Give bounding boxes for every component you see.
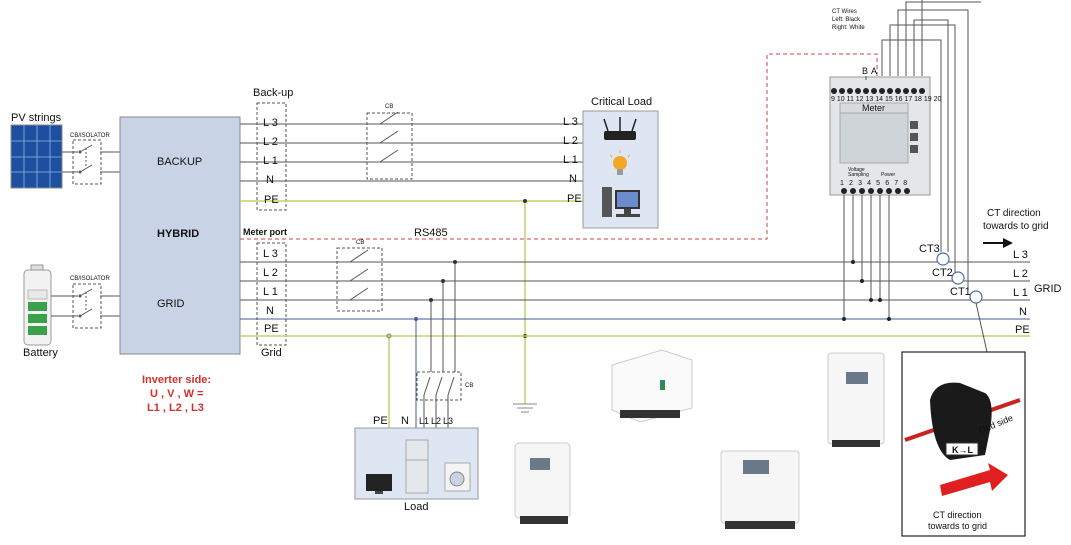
rs485-label: RS485 bbox=[414, 227, 448, 239]
hybrid-inverter-image-4 bbox=[827, 352, 885, 447]
critical-line-l3: L 3 bbox=[563, 116, 578, 128]
load-terminal-l3: L3 bbox=[443, 416, 454, 426]
ground-symbol bbox=[513, 403, 537, 413]
ct-direction-top-line2: towards to grid bbox=[983, 221, 1049, 232]
grid-port-box bbox=[256, 242, 287, 346]
ct2-sensor bbox=[951, 271, 965, 285]
hybrid-inverter-image-3 bbox=[720, 450, 800, 529]
backup-terminal-pe: PE bbox=[264, 194, 279, 206]
grid-terminal-pe: PE bbox=[264, 323, 279, 335]
meter-name: Meter bbox=[862, 103, 886, 113]
meter-voltage-sampling: Voltage Sampling bbox=[848, 167, 869, 178]
lightbulb-icon bbox=[609, 150, 631, 175]
grid-terminal-n: N bbox=[266, 305, 274, 317]
critical-load-title: Critical Load bbox=[591, 96, 653, 108]
router-icon bbox=[603, 117, 637, 140]
ct-direction-bottom-line1: CT direction bbox=[933, 510, 982, 520]
critical-line-n: N bbox=[569, 173, 577, 185]
backup-cb-label: CB bbox=[385, 104, 394, 110]
grid-line-l2: L 2 bbox=[1013, 268, 1028, 280]
grid-port-title: Grid bbox=[261, 347, 282, 359]
grid-cb-label: CB bbox=[356, 240, 365, 246]
meter-power: Power bbox=[881, 172, 896, 178]
load-title: Load bbox=[404, 501, 429, 513]
battery-label: Battery bbox=[23, 347, 58, 359]
tv-icon bbox=[366, 474, 392, 494]
inverter-backup-label: BACKUP bbox=[157, 156, 203, 168]
washing-machine-icon bbox=[444, 462, 471, 492]
cb-isolator-top bbox=[72, 139, 102, 185]
ct2-label: CT2 bbox=[932, 267, 953, 279]
ct3-label: CT3 bbox=[919, 243, 940, 255]
backup-terminal-n: N bbox=[266, 174, 274, 186]
grid-line-n: N bbox=[1019, 306, 1027, 318]
grid-line-l1: L 1 bbox=[1013, 287, 1028, 299]
cb-isolator-bottom-label: CB/ISOLATOR bbox=[70, 276, 110, 282]
ct-wires-line2: Left: Black bbox=[832, 17, 861, 23]
pv-label: PV strings bbox=[11, 112, 62, 124]
meter-b-label: B bbox=[862, 66, 869, 76]
load-terminal-pe: PE bbox=[373, 415, 388, 427]
load-terminal-l1: L1 bbox=[419, 416, 430, 426]
inverter-grid-label: GRID bbox=[157, 298, 185, 310]
load-terminal-n: N bbox=[401, 415, 409, 427]
grid-cb bbox=[336, 247, 383, 312]
meter-top-terminals bbox=[831, 88, 925, 94]
load-terminal-l2: L2 bbox=[431, 416, 442, 426]
fridge-icon bbox=[405, 439, 429, 494]
ct1-label: CT1 bbox=[950, 286, 971, 298]
inverter-side-line2: U , V , W = bbox=[150, 388, 204, 400]
computer-icon bbox=[602, 187, 640, 217]
hybrid-inverter-image-1 bbox=[514, 442, 571, 524]
backup-port-title: Back-up bbox=[253, 87, 294, 99]
backup-port-box bbox=[256, 102, 287, 211]
cb-isolator-bottom bbox=[72, 283, 102, 329]
inverter-side-line1: Inverter side: bbox=[142, 374, 212, 386]
grid-terminal-l3: L 3 bbox=[263, 248, 278, 260]
load-cb-label: CB bbox=[465, 383, 474, 389]
ct-clamp-icon bbox=[904, 382, 1021, 460]
battery-icon bbox=[23, 264, 52, 346]
critical-line-l2: L 2 bbox=[563, 135, 578, 147]
meter-a-label: A bbox=[871, 66, 878, 76]
ct-direction-top-line1: CT direction bbox=[987, 208, 1041, 219]
backup-cb bbox=[366, 111, 413, 180]
grid-line-pe: PE bbox=[1015, 324, 1030, 336]
meter-top-numbers: 9 10 11 12 13 14 15 16 17 18 19 20 bbox=[831, 96, 942, 103]
ct-wires-line3: Right: White bbox=[832, 25, 865, 31]
meter-port-label: Meter port bbox=[243, 227, 288, 237]
hybrid-inverter-image-2 bbox=[611, 349, 693, 423]
ct-direction-arrow bbox=[983, 238, 1013, 248]
grid-terminal-l2: L 2 bbox=[263, 267, 278, 279]
meter-device bbox=[829, 76, 931, 196]
red-direction-arrow bbox=[940, 463, 1008, 496]
critical-line-pe: PE bbox=[567, 193, 582, 205]
grid-label: GRID bbox=[1034, 283, 1062, 295]
ct-clamp-kl-label: K→L bbox=[952, 445, 973, 455]
ct3-sensor bbox=[936, 252, 950, 266]
cb-isolator-top-label: CB/ISOLATOR bbox=[70, 133, 110, 139]
ct-wires-line1: CT Wires bbox=[832, 9, 857, 15]
load-cb bbox=[416, 371, 462, 401]
grid-line-l3: L 3 bbox=[1013, 249, 1028, 261]
inverter-side-line3: L1 , L2 , L3 bbox=[147, 402, 204, 414]
meter-comm-line bbox=[240, 53, 878, 240]
ct-direction-bottom-line2: towards to grid bbox=[928, 521, 988, 531]
solar-panel-icon bbox=[10, 124, 63, 189]
backup-terminal-l1: L 1 bbox=[263, 155, 278, 167]
grid-terminal-l1: L 1 bbox=[263, 286, 278, 298]
backup-terminal-l2: L 2 bbox=[263, 136, 278, 148]
hybrid-inverter-box bbox=[119, 116, 241, 355]
inverter-hybrid-label: HYBRID bbox=[157, 228, 200, 240]
backup-terminal-l3: L 3 bbox=[263, 117, 278, 129]
meter-bottom-numbers: 1 2 3 4 5 6 7 8 bbox=[840, 180, 909, 187]
critical-line-l1: L 1 bbox=[563, 154, 578, 166]
